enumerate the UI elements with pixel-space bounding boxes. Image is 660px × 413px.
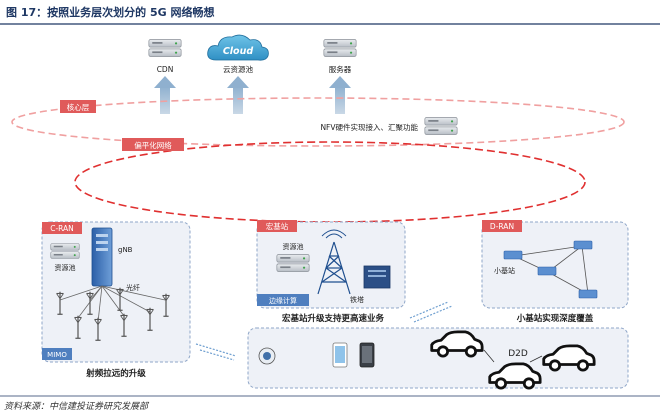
dran-tag-label: D-RAN bbox=[490, 222, 514, 231]
cdn-server-icon bbox=[148, 39, 182, 57]
fiber-lines bbox=[59, 285, 166, 323]
small-cell-nodes bbox=[503, 240, 598, 299]
cloud-icon: Cloud bbox=[207, 34, 269, 61]
camera-icon bbox=[258, 347, 276, 365]
dran-tag: D-RAN bbox=[482, 220, 522, 232]
mimo-label: MIMO bbox=[47, 351, 67, 359]
macro-caption: 宏基站升级支持更高速业务 bbox=[282, 313, 385, 324]
gnb-label: gNB bbox=[118, 246, 133, 254]
app-server-icon bbox=[323, 39, 357, 57]
macro-tag-label: 宏基站 bbox=[266, 221, 289, 231]
edge-compute-label: 边缘计算 bbox=[269, 296, 297, 305]
phone-icon bbox=[359, 342, 375, 368]
macro-tag: 宏基站 bbox=[257, 220, 297, 232]
figure-title: 图 17：按照业务层次划分的 5G 网络畅想 bbox=[6, 5, 214, 19]
cloud-pool-label: 云资源池 bbox=[223, 64, 253, 74]
dran-panel bbox=[481, 221, 629, 309]
arrow-cloud bbox=[227, 76, 249, 114]
small-cell-icon bbox=[503, 250, 523, 260]
core-layer-tag: 核心层 bbox=[60, 100, 96, 113]
server-label: 服务器 bbox=[329, 64, 352, 74]
flat-network-tag: 偏平化网络 bbox=[122, 138, 184, 151]
dran-caption: 小基站实现深度覆盖 bbox=[516, 313, 594, 324]
source-note: 资料来源：中信建投证券研究发展部 bbox=[4, 401, 150, 412]
radio-wave-icon bbox=[195, 301, 453, 361]
core-layer-ring bbox=[11, 97, 625, 147]
cran-panel bbox=[41, 221, 191, 363]
bbu-icon bbox=[91, 227, 113, 287]
small-cell-icon bbox=[578, 289, 598, 299]
cloud-text: Cloud bbox=[223, 46, 254, 57]
core-layer-label: 核心层 bbox=[67, 102, 90, 112]
cran-caption: 射频拉远的升级 bbox=[85, 368, 146, 379]
tower-label: 铁塔 bbox=[350, 295, 364, 304]
tower-icon bbox=[317, 229, 351, 295]
cran-pool-label: 资源池 bbox=[55, 263, 76, 272]
edge-compute-tag: 边缘计算 bbox=[257, 294, 309, 306]
small-cell-label: 小基站 bbox=[494, 266, 515, 275]
small-cell-icon bbox=[573, 240, 593, 250]
flat-network-ring bbox=[74, 141, 586, 223]
d2d-arrows bbox=[483, 349, 543, 363]
arrow-server bbox=[329, 76, 351, 114]
flat-network-label: 偏平化网络 bbox=[134, 140, 172, 150]
cran-tag: C-RAN bbox=[42, 222, 82, 234]
tablet-icon bbox=[332, 342, 348, 368]
arrow-cdn bbox=[154, 76, 176, 114]
nfv-server-icon bbox=[424, 117, 458, 135]
d2d-label: D2D bbox=[508, 349, 528, 359]
cran-tag-label: C-RAN bbox=[50, 224, 74, 233]
fiber-label: 光纤 bbox=[126, 283, 140, 292]
small-cell-icon bbox=[537, 266, 557, 276]
mimo-tag: MIMO bbox=[42, 348, 72, 360]
edge-box-icon bbox=[363, 265, 391, 289]
cdn-label: CDN bbox=[157, 65, 174, 74]
macro-pool-label: 资源池 bbox=[283, 242, 304, 251]
nfv-label: NFV硬件实现接入、汇聚功能 bbox=[320, 122, 418, 132]
